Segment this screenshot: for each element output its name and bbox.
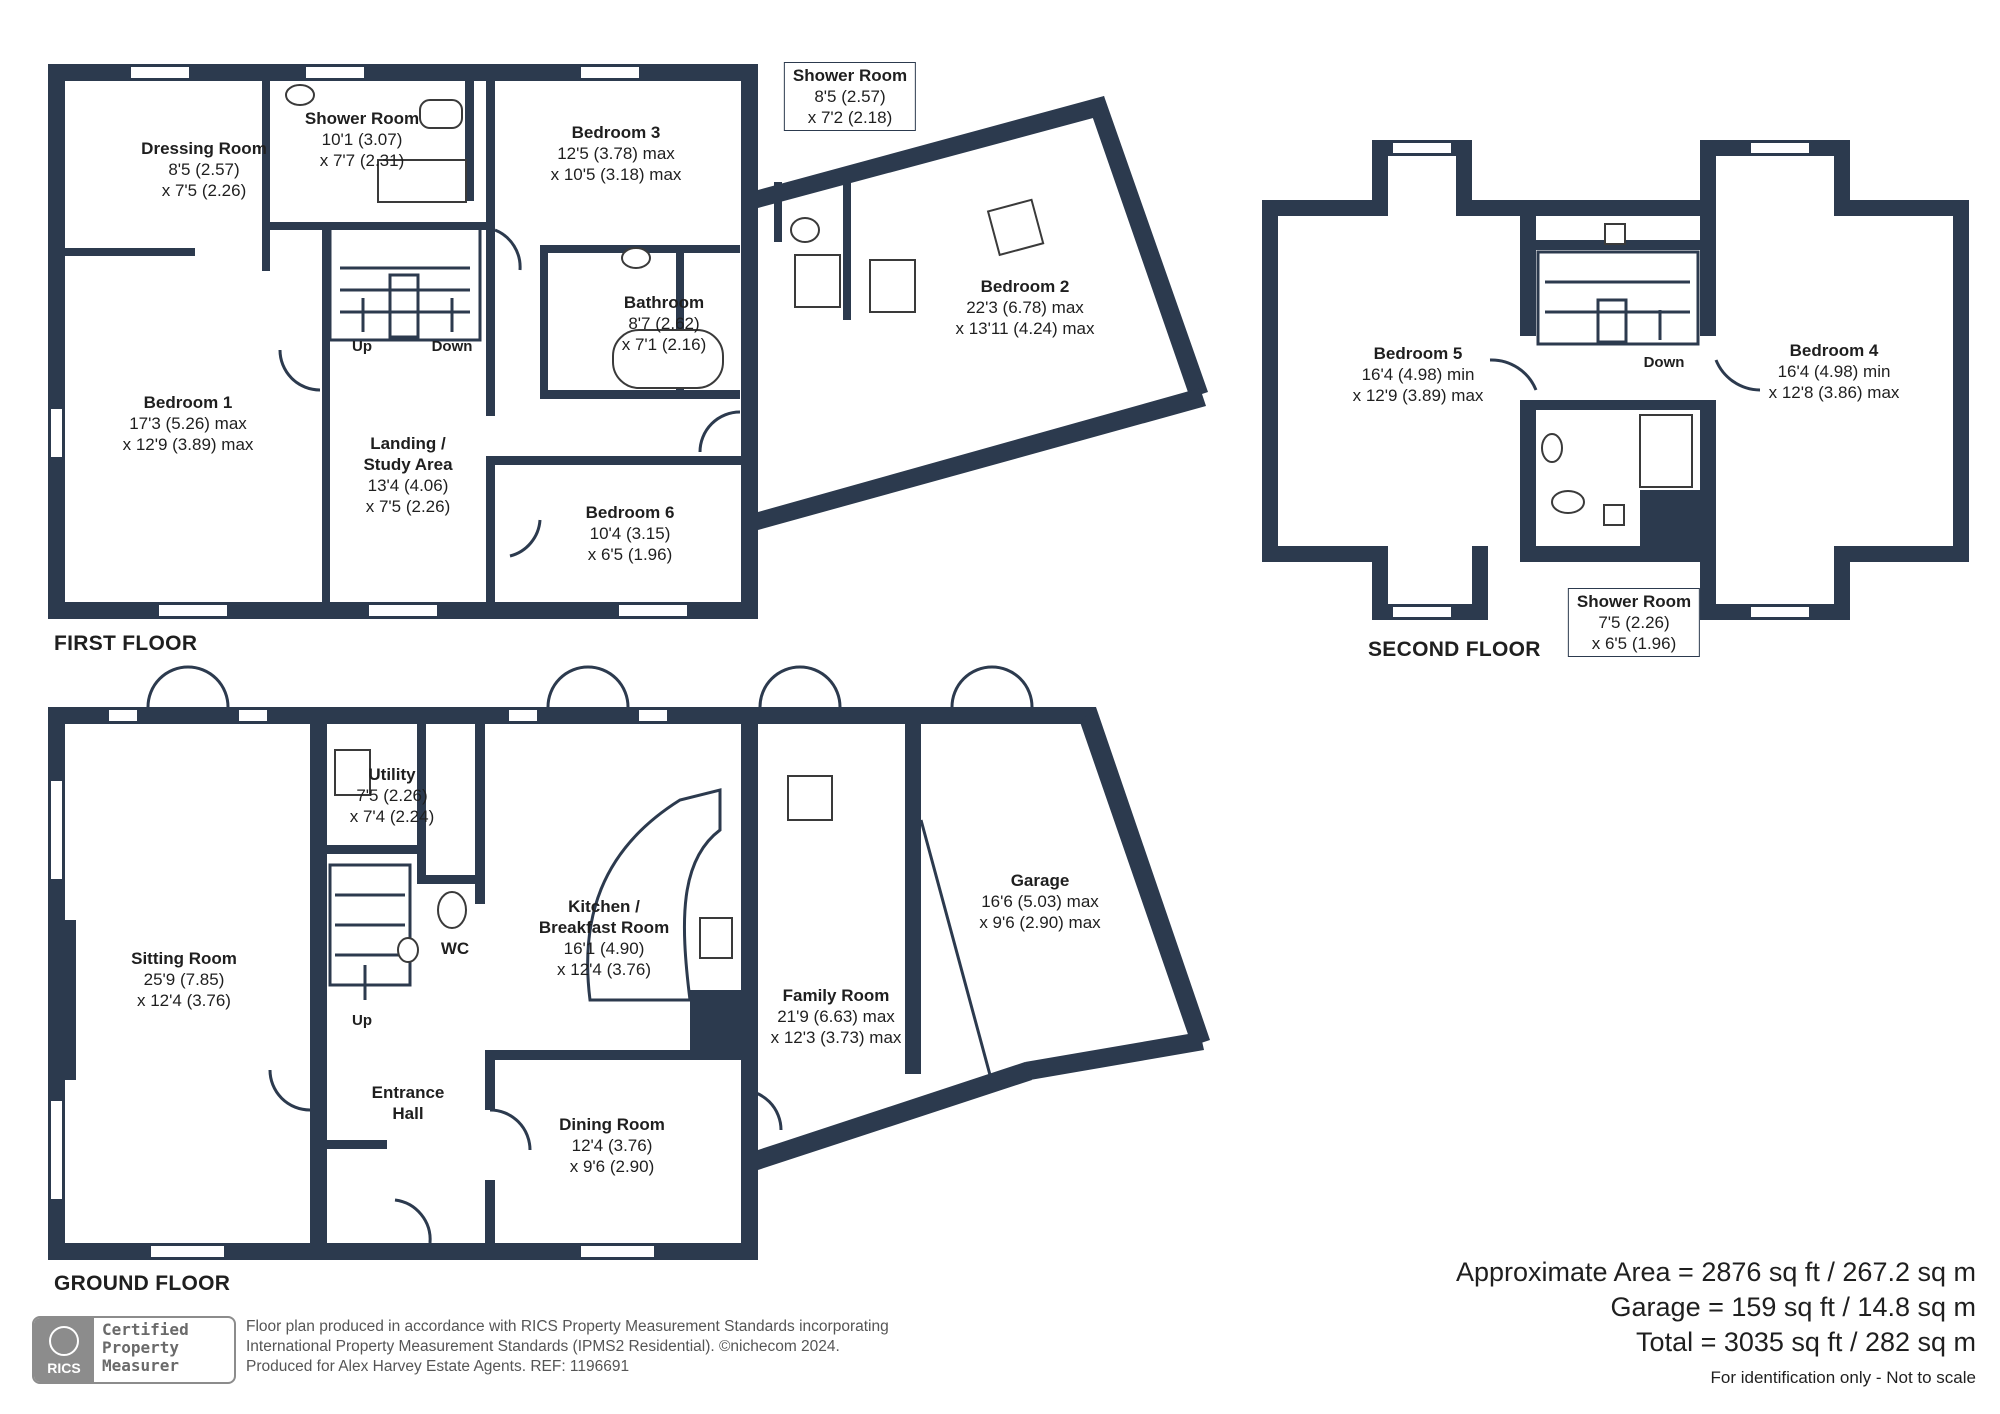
ground-floor-title: GROUND FLOOR [54,1272,231,1295]
bathroom-label: Bathroom 8'7 (2.62) x 7'1 (2.16) [621,293,707,354]
approximate-area: Approximate Area = 2876 sq ft / 267.2 sq… [1455,1257,1976,1287]
badge-text: Certified Property Measurer [102,1320,189,1375]
not-to-scale-note: For identification only - Not to scale [1710,1368,1976,1387]
ground-floor-plan [48,665,1210,1260]
landing-study-area-label: Landing / Study Area 13'4 (4.06) x 7'5 (… [363,434,453,516]
second-floor-plan [1262,140,1969,620]
family-room-label: Family Room 21'9 (6.63) max x 12'3 (3.73… [770,986,902,1047]
dressing-room-label: Dressing Room 8'5 (2.57) x 7'5 (2.26) [141,139,267,200]
bedroom-4-label: Bedroom 4 16'4 (4.98) min x 12'8 (3.86) … [1768,341,1900,402]
bedroom-5-label: Bedroom 5 16'4 (4.98) min x 12'9 (3.89) … [1352,344,1484,405]
wc-label: WC [440,939,470,958]
stairs-down-label-first: Down [431,338,473,355]
garage-label: Garage 16'6 (5.03) max x 9'6 (2.90) max [979,871,1101,932]
bedroom-1-label: Bedroom 1 17'3 (5.26) max x 12'9 (3.89) … [122,393,254,454]
shower-room-second-floor-label: Shower Room 7'5 (2.26) x 6'5 (1.96) [1567,588,1701,657]
kitchen-breakfast-room-label: Kitchen / Breakfast Room 16'1 (4.90) x 1… [538,897,670,979]
first-floor-plan [48,64,1208,619]
stairs-up-label-first: Up [352,338,372,355]
stairs-up-label-ground: Up [352,1012,372,1029]
bedroom-2-label: Bedroom 2 22'3 (6.78) max x 13'11 (4.24)… [955,277,1095,338]
rics-certified-badge: RICS Certified Property Measurer [32,1316,236,1384]
bedroom-6-label: Bedroom 6 10'4 (3.15) x 6'5 (1.96) [585,503,675,564]
utility-label: Utility 7'5 (2.26) x 7'4 (2.24) [349,765,435,826]
shower-room-ensuite-label: Shower Room 8'5 (2.57) x 7'2 (2.18) [783,62,917,131]
sitting-room-label: Sitting Room 25'9 (7.85) x 12'4 (3.76) [131,949,237,1010]
shower-room-first-floor-label: Shower Room 10'1 (3.07) x 7'7 (2.31) [304,109,420,170]
garage-area: Garage = 159 sq ft / 14.8 sq m [1610,1292,1976,1322]
globe-icon [49,1326,79,1356]
disclaimer-text: Floor plan produced in accordance with R… [246,1318,889,1375]
bedroom-3-label: Bedroom 3 12'5 (3.78) max x 10'5 (3.18) … [550,123,682,184]
rics-logo: RICS [34,1318,94,1382]
entrance-hall-label: Entrance Hall [371,1083,445,1123]
area-summary: Approximate Area = 2876 sq ft / 267.2 sq… [1456,1255,1976,1360]
first-floor-title: FIRST FLOOR [54,632,198,655]
stairs-down-label-second: Down [1643,354,1685,371]
dining-room-label: Dining Room 12'4 (3.76) x 9'6 (2.90) [559,1115,665,1176]
total-area: Total = 3035 sq ft / 282 sq m [1636,1327,1976,1357]
second-floor-title: SECOND FLOOR [1368,638,1541,661]
